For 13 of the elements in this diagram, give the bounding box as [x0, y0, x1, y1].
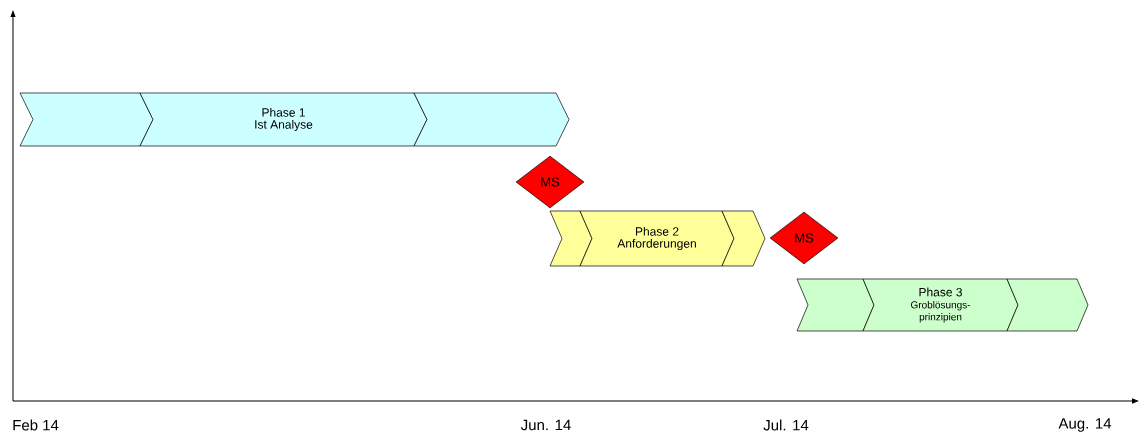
axis-label: Jul. 14	[763, 419, 809, 431]
phase-segment	[796, 278, 875, 332]
axis-label: Jun. 14	[520, 419, 571, 431]
phase-segment	[19, 92, 154, 147]
phase-band: Phase 1 Ist Analyse	[139, 92, 428, 147]
axis-label: Aug. 14	[1058, 418, 1112, 432]
phase-segment	[413, 92, 570, 147]
phase-segment	[1006, 278, 1089, 332]
phase-segment	[549, 210, 593, 267]
phase-segment	[721, 210, 766, 267]
phase-band: Phase 2 Anforderungen	[579, 210, 735, 267]
axis-label: Feb 14	[13, 419, 59, 431]
phase-band: Phase 3 Groblösungs- prinzipien	[862, 278, 1019, 332]
